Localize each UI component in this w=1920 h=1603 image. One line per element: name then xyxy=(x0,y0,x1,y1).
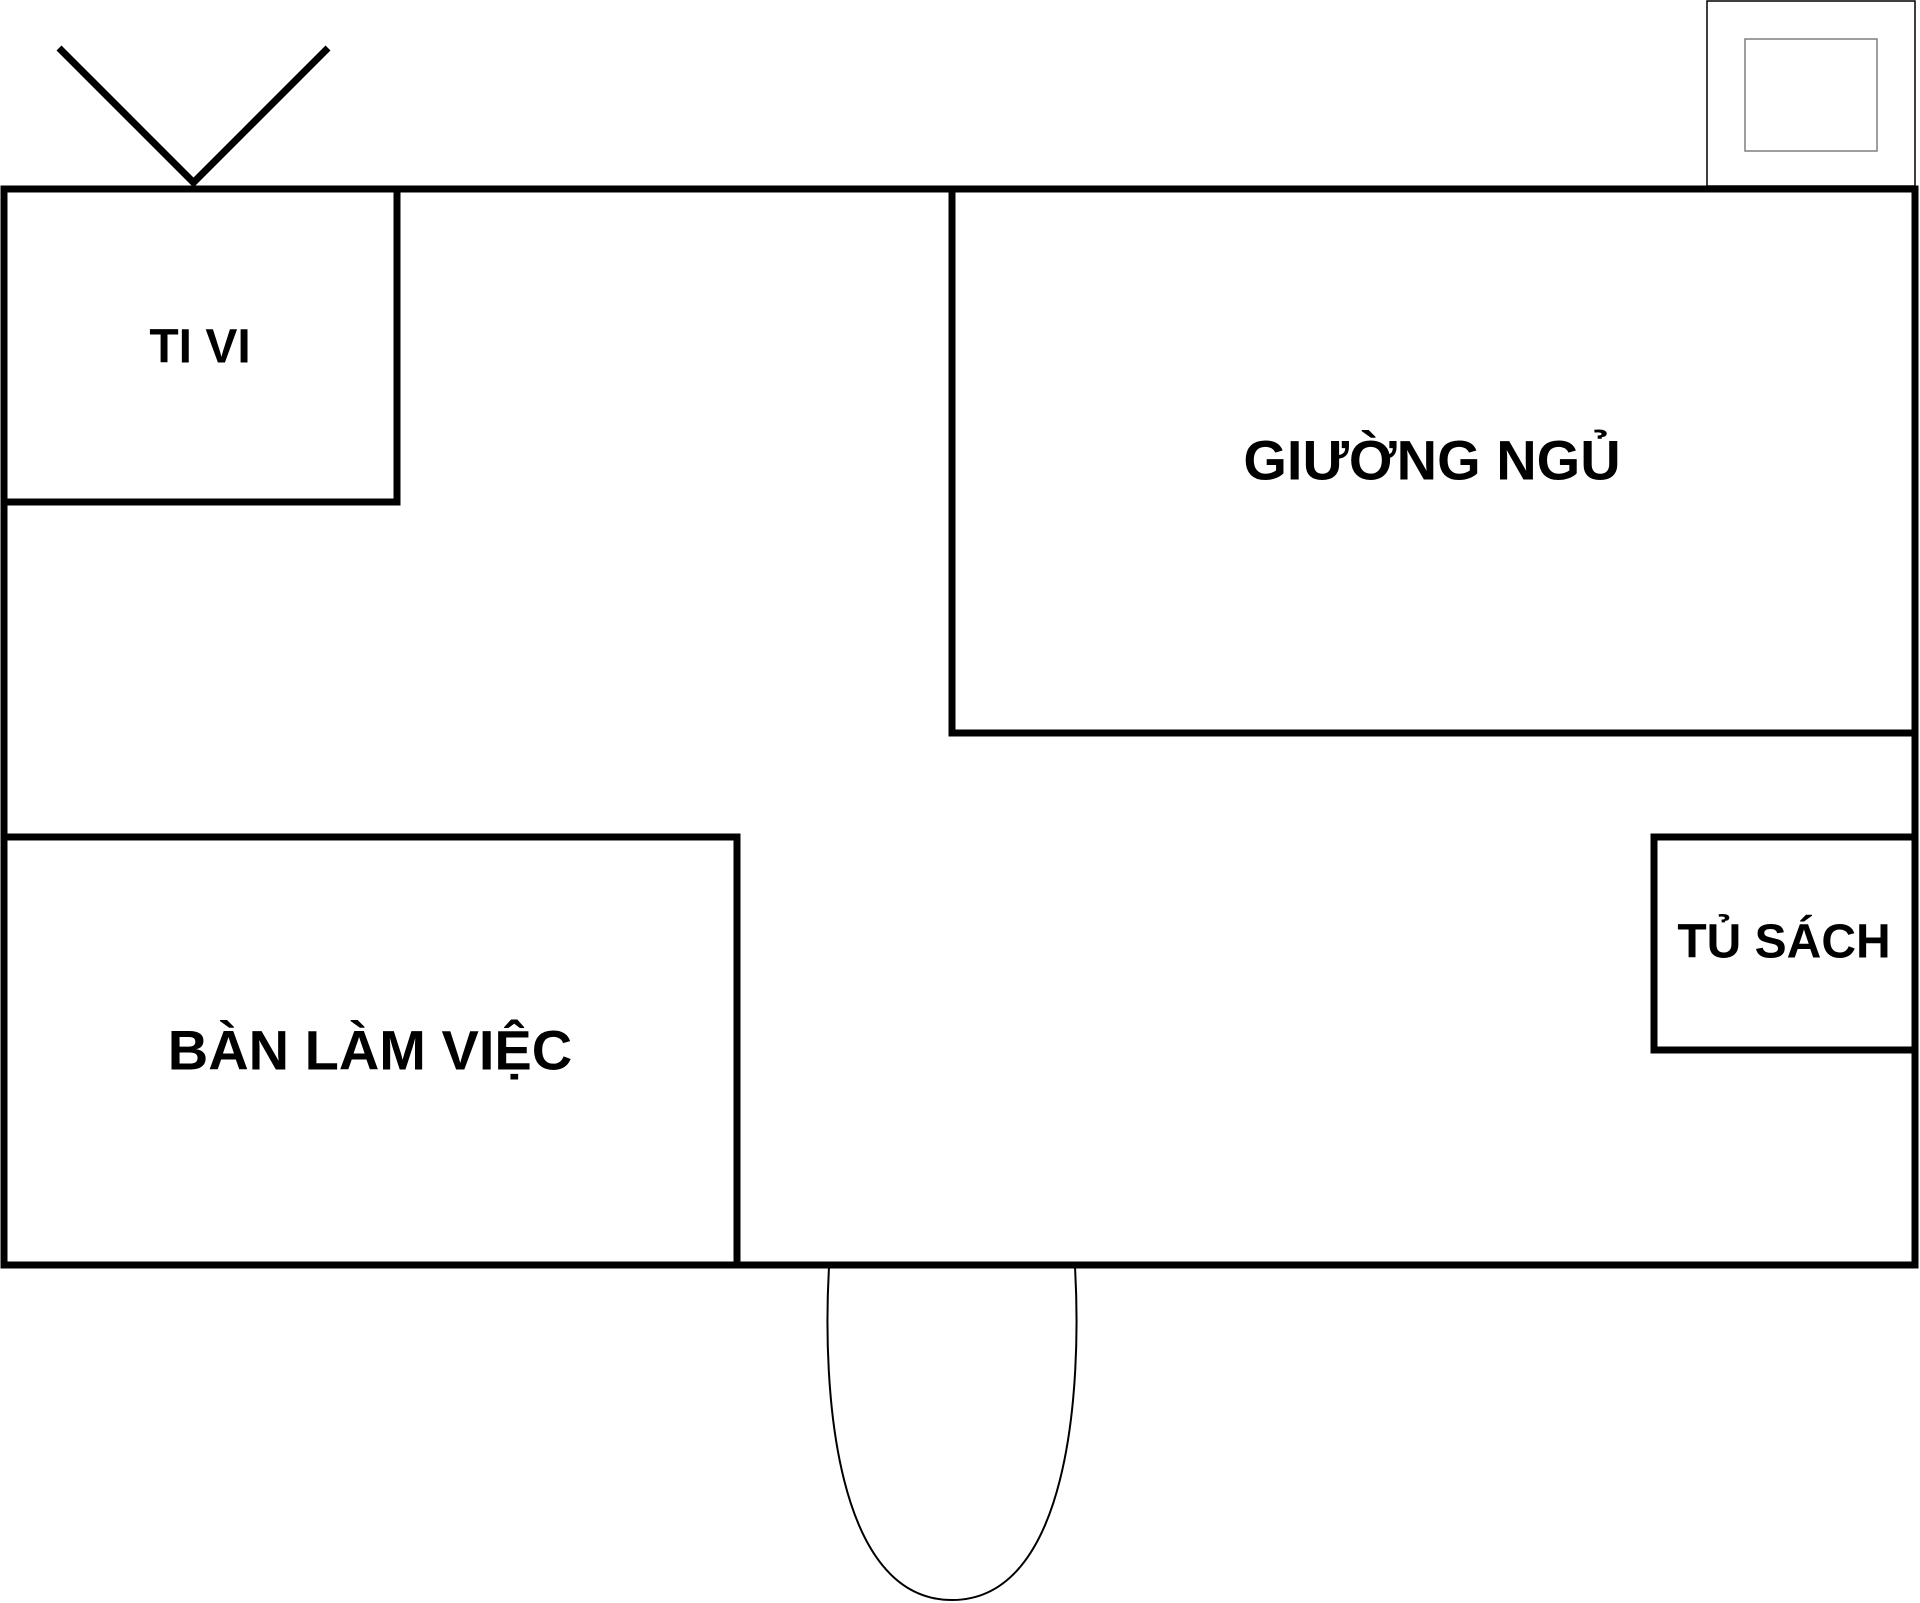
tv-antenna-icon xyxy=(56,45,331,187)
tv-furniture: TI VI xyxy=(0,185,401,506)
bed-furniture: GIƯỜNG NGỦ xyxy=(948,185,1919,737)
bookshelf-box xyxy=(1650,833,1919,1054)
tv-box xyxy=(0,185,401,506)
bookshelf-label: TỦ SÁCH xyxy=(1677,914,1890,969)
window xyxy=(1706,0,1916,187)
room-outer-wall xyxy=(0,185,1919,1269)
door-swing xyxy=(826,1266,1078,1602)
desk-box xyxy=(0,833,741,1269)
tv-label: TI VI xyxy=(149,321,250,374)
window-frame xyxy=(1706,0,1916,187)
bed-label: GIƯỜNG NGỦ xyxy=(1243,429,1620,492)
desk-label: BÀN LÀM VIỆC xyxy=(168,1019,572,1082)
desk-furniture: BÀN LÀM VIỆC xyxy=(0,833,741,1269)
bookshelf-furniture: TỦ SÁCH xyxy=(1650,833,1919,1054)
window-pane xyxy=(1744,38,1878,152)
bed-box xyxy=(948,185,1919,737)
